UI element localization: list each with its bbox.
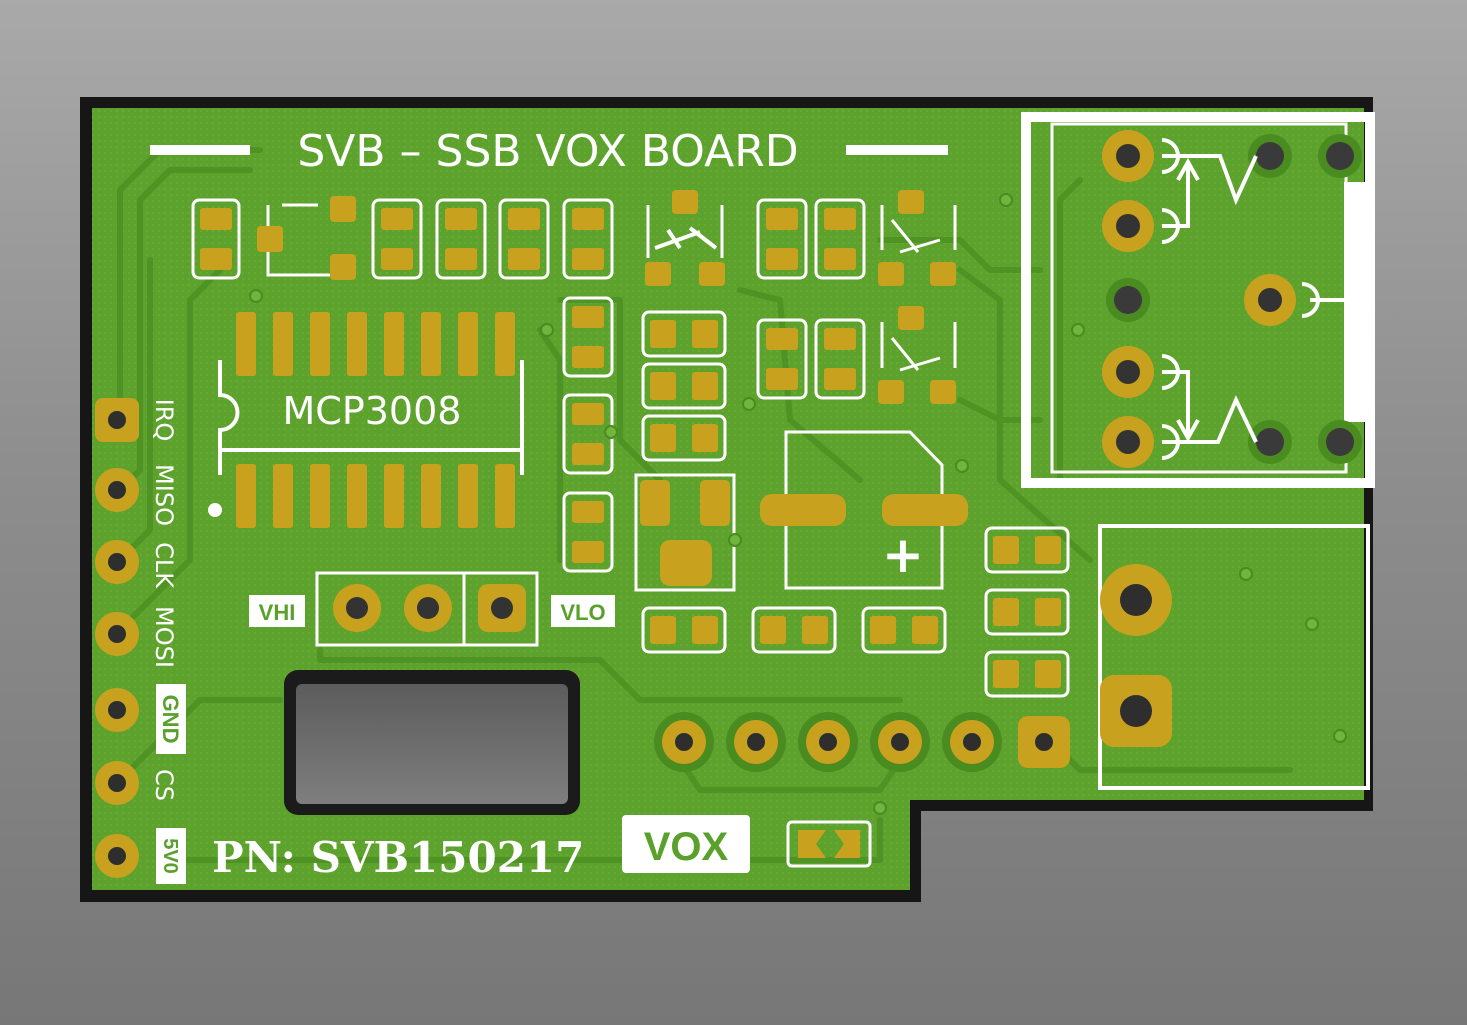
vlo-label: VLO — [560, 600, 605, 625]
board-title-text: SVB – SSB VOX BOARD — [297, 126, 798, 177]
pin-label-miso: MISO — [150, 464, 178, 526]
pin-label-gnd: GND — [158, 695, 183, 744]
terminal-block — [1098, 524, 1370, 790]
electrolytic-capacitor: + — [760, 430, 968, 590]
vhi-label: VHI — [259, 600, 296, 625]
board-title: SVB – SSB VOX BOARD — [150, 126, 948, 177]
vox-label-box: VOX — [622, 815, 750, 873]
vias — [249, 193, 1347, 815]
board-cutout — [284, 670, 580, 815]
header-pin-labels: IRQ MISO CLK MOSI GND CS 5V0 — [150, 399, 186, 884]
ic-label: MCP3008 — [283, 389, 462, 433]
pin-label-clk: CLK — [150, 542, 178, 589]
pin-label-5v0: 5V0 — [159, 838, 181, 874]
transistor-footprints — [257, 190, 957, 404]
trimmer-pot: VHI VLO — [249, 571, 615, 647]
pin-label-cs: CS — [150, 769, 178, 801]
pin-label-irq: IRQ — [150, 399, 178, 442]
regulator-footprint — [634, 473, 736, 592]
solder-jumper — [786, 820, 872, 868]
part-number: PN: SVB150217 — [212, 833, 584, 882]
pin-header-bottom — [654, 712, 1070, 772]
vox-label: VOX — [644, 825, 729, 869]
audio-jack — [1021, 112, 1375, 488]
smd-horizontal-pads — [641, 310, 1070, 698]
ic-mcp3008: MCP3008 — [208, 312, 524, 528]
capacitor-polarity-label: + — [882, 526, 924, 584]
smd-resistor-row — [191, 198, 866, 573]
pin-label-mosi: MOSI — [150, 606, 178, 668]
pin-header-left — [95, 398, 139, 878]
